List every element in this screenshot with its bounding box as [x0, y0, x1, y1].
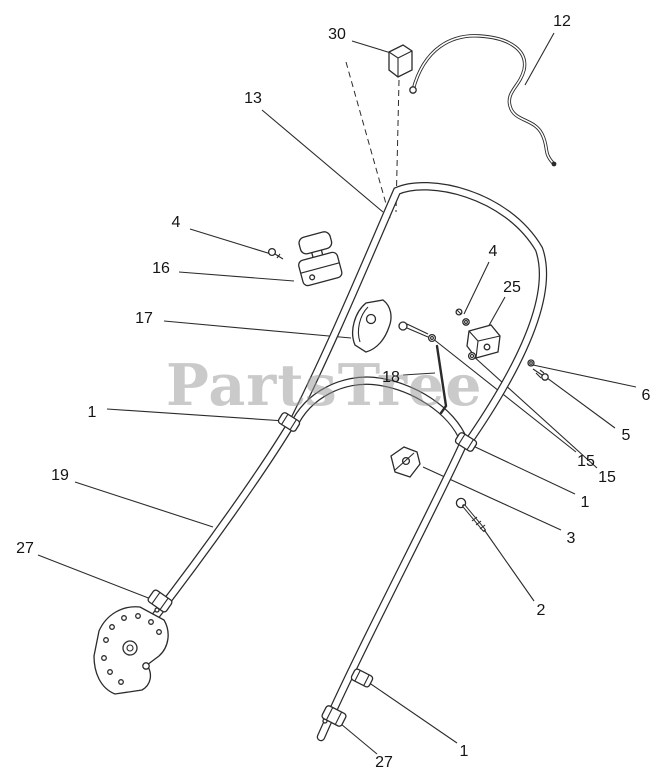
callout-2[interactable]: 2 — [536, 602, 546, 619]
callout-16[interactable]: 16 — [152, 260, 170, 277]
throttle-control — [298, 231, 343, 287]
bolt-with-washer — [398, 321, 437, 343]
screw-4-left — [267, 247, 284, 260]
cable-clip — [388, 44, 413, 78]
leader-lines — [37, 32, 637, 755]
callout-1-bottom[interactable]: 1 — [459, 743, 469, 760]
handle-mount-bracket — [351, 299, 392, 353]
callout-4-right[interactable]: 4 — [488, 243, 498, 260]
callout-25[interactable]: 25 — [503, 279, 521, 296]
screw-4-right — [455, 308, 470, 326]
clamp-27-left — [147, 589, 173, 613]
clamp-1-bottom — [350, 668, 374, 688]
cable — [409, 34, 557, 167]
callout-27-bottom[interactable]: 27 — [375, 754, 393, 771]
callout-19[interactable]: 19 — [51, 467, 69, 484]
lock-lever — [390, 446, 421, 478]
mount-block — [466, 324, 501, 359]
callout-6[interactable]: 6 — [641, 387, 651, 404]
callout-27-left[interactable]: 27 — [16, 540, 34, 557]
washer-lower — [467, 351, 477, 361]
callout-15-upper[interactable]: 15 — [577, 453, 595, 470]
carriage-bolt — [455, 497, 486, 532]
control-rod — [435, 344, 448, 415]
callout-1-left[interactable]: 1 — [87, 404, 97, 421]
callout-1-right[interactable]: 1 — [580, 494, 590, 511]
callout-30[interactable]: 30 — [328, 26, 346, 43]
clamp-1-upper-left — [277, 412, 301, 432]
callout-15-lower[interactable]: 15 — [598, 469, 616, 486]
lower-handle-left-tube — [149, 419, 296, 623]
callout-12[interactable]: 12 — [553, 13, 571, 30]
callout-4-left[interactable]: 4 — [171, 214, 181, 231]
lower-handle-right-tube — [316, 435, 470, 742]
clamp-1-upper-right — [454, 432, 478, 452]
callout-13[interactable]: 13 — [244, 90, 262, 107]
lower-handle-crossbar — [288, 376, 469, 446]
callout-3[interactable]: 3 — [566, 530, 576, 547]
callout-17[interactable]: 17 — [135, 310, 153, 327]
callout-18[interactable]: 18 — [382, 369, 400, 386]
upper-handle-tube — [286, 181, 548, 449]
clamp-27-bottom — [321, 705, 347, 727]
callout-5[interactable]: 5 — [621, 427, 631, 444]
screws-5-6 — [527, 359, 549, 381]
height-adjust-bracket — [93, 606, 169, 695]
